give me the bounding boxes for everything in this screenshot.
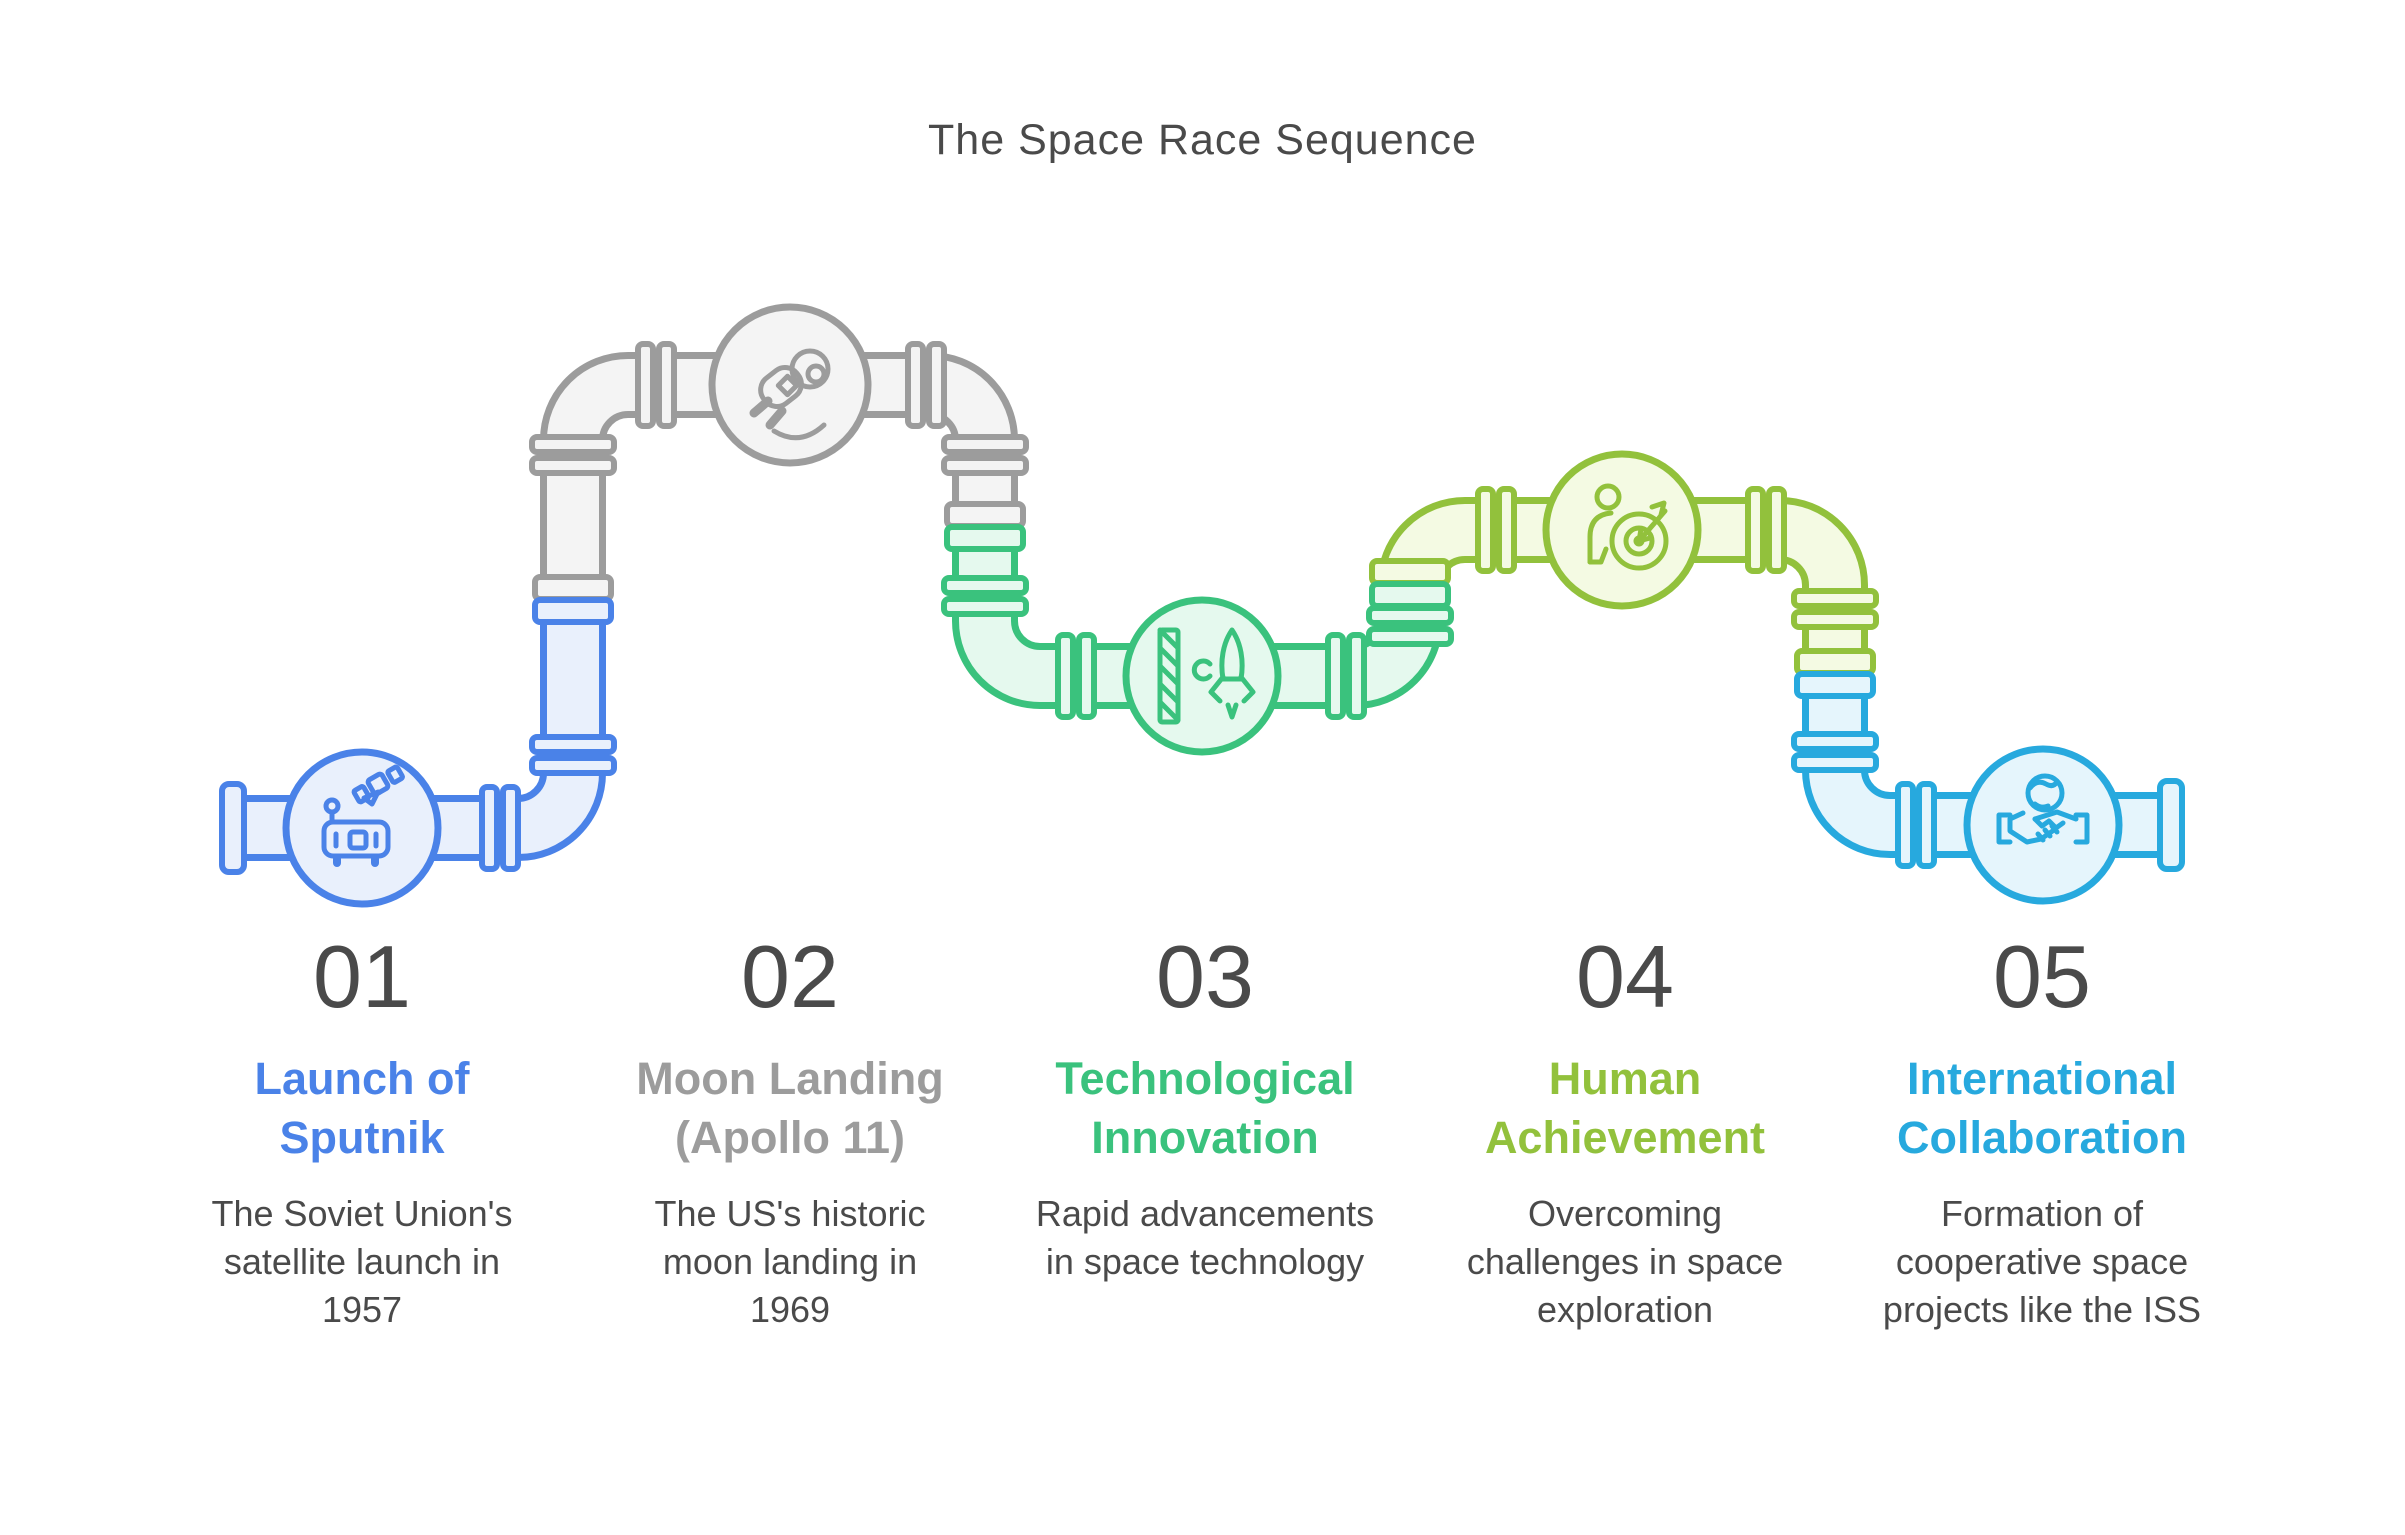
page-title: The Space Race Sequence — [928, 116, 1477, 164]
stage-title: International Collaboration — [1897, 1053, 2187, 1164]
pipe-junction-3 — [1369, 558, 1451, 609]
stage-column-4: 04 Human Achievement Overcoming challeng… — [1425, 933, 1825, 1334]
stage-description: Formation of cooperative space projects … — [1882, 1192, 2202, 1331]
stage-number: 03 — [1156, 927, 1254, 1026]
stage-title: Launch of Sputnik — [254, 1053, 470, 1164]
rocket-launch-icon — [1157, 627, 1256, 725]
pipe-end-cap-left — [219, 781, 247, 875]
stage-description: Rapid advancements in space technology — [1035, 1192, 1375, 1283]
stage-title: Technological Innovation — [1055, 1053, 1355, 1164]
stage-node-2 — [708, 303, 872, 467]
astronaut-icon — [749, 348, 831, 441]
pipe-stage-5 — [1802, 678, 2164, 858]
pipe-junction-4 — [1794, 648, 1876, 699]
stage-number: 01 — [313, 927, 411, 1026]
stage-title: Moon Landing (Apollo 11) — [636, 1053, 944, 1164]
pipe-stage-1 — [242, 598, 606, 861]
stage-column-1: 01 Launch of Sputnik The Soviet Union's … — [162, 933, 562, 1334]
stage-title: Human Achievement — [1484, 1053, 1766, 1164]
stage-node-4 — [1542, 450, 1702, 610]
pipe-junction-2 — [944, 501, 1026, 552]
person-target-icon — [1587, 483, 1669, 571]
stage-column-5: 05 International Collaboration Formation… — [1842, 933, 2242, 1334]
stage-column-2: 02 Moon Landing (Apollo 11) The US's his… — [590, 933, 990, 1334]
pipe-fittings — [219, 341, 2185, 875]
pipe-junction-1 — [532, 574, 614, 625]
pipe-end-cap-right — [2157, 778, 2185, 872]
stage-number: 02 — [741, 927, 839, 1026]
stage-description: The Soviet Union's satellite launch in 1… — [211, 1192, 513, 1331]
stage-number: 05 — [1993, 927, 2091, 1026]
stage-column-3: 03 Technological Innovation Rapid advanc… — [1005, 933, 1405, 1286]
stage-description: The US's historic moon landing in 1969 — [654, 1192, 926, 1331]
stage-number: 04 — [1576, 927, 1674, 1026]
stage-description: Overcoming challenges in space explorati… — [1466, 1192, 1784, 1331]
satellite-rover-icon — [321, 764, 405, 867]
stage-nodes — [282, 303, 2123, 908]
stage-node-1 — [282, 748, 442, 908]
stage-node-3 — [1122, 596, 1282, 756]
handshake-globe-icon — [1996, 773, 2090, 845]
